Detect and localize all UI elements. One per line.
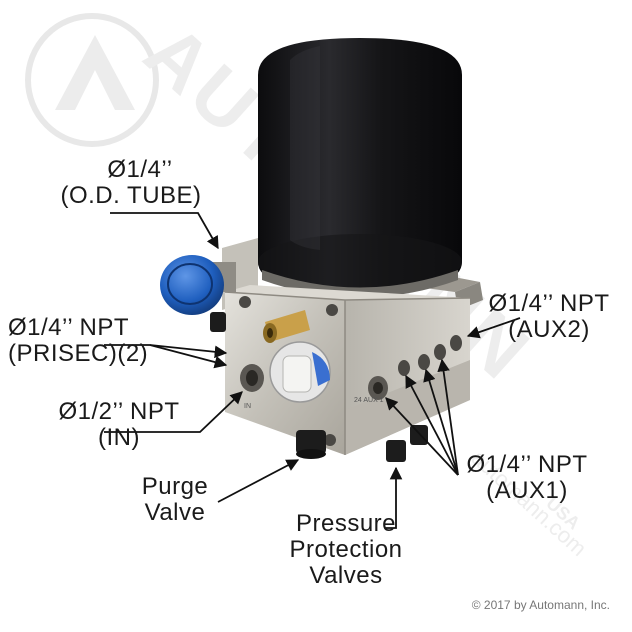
- pressure-protection-label: Pressure Protection Valves: [262, 511, 430, 589]
- brass-fitting: [263, 310, 310, 343]
- aux1-label: Ø1/4’’ NPT (AUX1): [452, 452, 602, 504]
- watermark-logo-icon: [55, 35, 135, 110]
- pressure-protection-label-line2: Protection: [289, 536, 403, 563]
- od-tube-label-line2: (O.D. TUBE): [60, 182, 202, 209]
- inlet-port: IN: [240, 364, 264, 410]
- bolt-hole: [324, 434, 336, 446]
- prisec-label: Ø1/4’’ NPT (PRISEC)(2): [8, 315, 148, 367]
- bolt-hole: [326, 304, 338, 316]
- governor-cap: [160, 255, 236, 315]
- leader-lines: [104, 212, 521, 529]
- aux2-leader: [466, 317, 521, 339]
- purge-leader: [217, 459, 300, 503]
- purge-valve-label-line2: Valve: [144, 499, 206, 526]
- pressure-protection-valves: [210, 312, 428, 462]
- aux1-label-line1: Ø1/4’’ NPT: [466, 451, 588, 478]
- aux2-label: Ø1/4’’ NPT (AUX2): [474, 291, 624, 343]
- inlet-stamp: IN: [244, 403, 251, 410]
- aux1-leader-3: [423, 368, 459, 476]
- aux1-leader-2: [405, 374, 459, 476]
- purge-valve-label-line1: Purge: [141, 473, 209, 500]
- aux2-label-line1: Ø1/4’’ NPT: [488, 290, 610, 317]
- od-tube-label-line1: Ø1/4’’: [107, 156, 173, 183]
- aux1-leader-1: [385, 397, 459, 476]
- aux2-label-line2: (AUX2): [508, 316, 590, 343]
- purge-valve-label: Purge Valve: [120, 474, 230, 526]
- inlet-label-line2: (IN): [98, 424, 140, 451]
- pressure-protection-label-line3: Valves: [309, 562, 383, 589]
- prisec-label-line1: Ø1/4’’ NPT: [8, 314, 130, 341]
- inlet-label-line1: Ø1/2’’ NPT: [58, 398, 180, 425]
- desiccant-canister: [258, 38, 462, 298]
- ppv-leader: [385, 466, 403, 529]
- watermark-ring: [25, 13, 159, 147]
- prisec-leader-2: [149, 344, 228, 369]
- purge-port-plug: [269, 341, 331, 403]
- aux1-leader-4: [437, 358, 459, 476]
- inlet-label: Ø1/2’’ NPT (IN): [44, 399, 194, 451]
- inlet-leader: [104, 391, 243, 433]
- bolt-hole: [239, 296, 251, 308]
- od-tube-label: Ø1/4’’ (O.D. TUBE): [60, 157, 220, 209]
- aux1-stamp: 24 AUX 1: [354, 397, 384, 404]
- purge-valve: [296, 430, 326, 459]
- od-tube-leader: [110, 212, 219, 250]
- aux1-label-line2: (AUX1): [486, 477, 568, 504]
- copyright-notice: © 2017 by Automann, Inc.: [471, 598, 610, 612]
- aux1-port: 24 AUX 1: [354, 376, 388, 404]
- pressure-protection-label-line1: Pressure: [295, 510, 397, 537]
- aux2-ports: [398, 335, 462, 376]
- prisec-label-line2: (PRISEC)(2): [8, 340, 149, 367]
